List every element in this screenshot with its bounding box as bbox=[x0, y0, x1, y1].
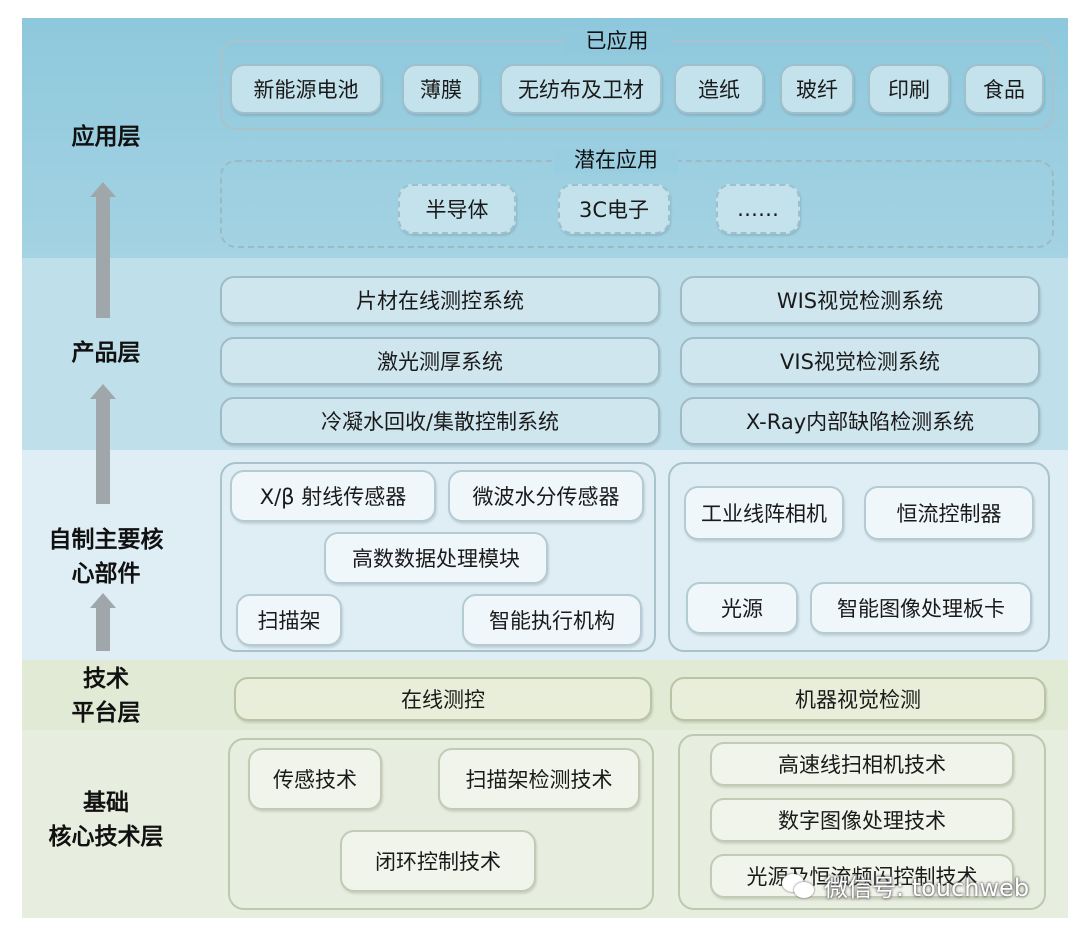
product-item: WIS视觉检测系统 bbox=[680, 276, 1040, 324]
tech-platform-item: 机器视觉检测 bbox=[670, 677, 1046, 721]
component-item: 高数数据处理模块 bbox=[324, 532, 548, 584]
component-item: 智能图像处理板卡 bbox=[810, 582, 1032, 634]
base-tech-left-frame bbox=[228, 738, 654, 910]
base-tech-item: 数字图像处理技术 bbox=[710, 798, 1014, 842]
applied-item: 印刷 bbox=[868, 64, 950, 114]
product-item: 冷凝水回收/集散控制系统 bbox=[220, 397, 660, 445]
component-item: 微波水分传感器 bbox=[448, 470, 644, 522]
applied-item: 造纸 bbox=[674, 64, 764, 114]
watermark: 微信号: touchweb bbox=[782, 868, 1029, 903]
potential-item: 半导体 bbox=[398, 184, 516, 234]
product-item: VIS视觉检测系统 bbox=[680, 337, 1040, 385]
component-item: 扫描架 bbox=[236, 594, 342, 646]
layer-label-tech-platform: 技术 平台层 bbox=[22, 662, 190, 730]
watermark-text: 微信号: touchweb bbox=[824, 874, 1030, 902]
product-item: X-Ray内部缺陷检测系统 bbox=[680, 397, 1040, 445]
application-layer-band bbox=[22, 18, 1068, 258]
up-arrow-icon bbox=[90, 182, 116, 318]
applied-item: 玻纤 bbox=[780, 64, 854, 114]
base-tech-item: 扫描架检测技术 bbox=[438, 748, 640, 810]
component-item: 工业线阵相机 bbox=[684, 486, 844, 540]
layer-label-components-line2: 心部件 bbox=[71, 561, 141, 587]
components-right-frame bbox=[668, 462, 1050, 652]
component-item: 恒流控制器 bbox=[864, 486, 1034, 540]
components-left-frame bbox=[220, 462, 656, 652]
product-item: 激光测厚系统 bbox=[220, 337, 660, 385]
potential-item: …… bbox=[716, 184, 800, 234]
layer-label-components-line1: 自制主要核 bbox=[48, 527, 164, 553]
applied-item: 无纺布及卫材 bbox=[500, 64, 662, 114]
up-arrow-icon bbox=[90, 384, 116, 504]
base-tech-right-frame bbox=[678, 734, 1046, 910]
layer-label-components: 自制主要核 心部件 bbox=[22, 523, 190, 591]
potential-title: 潜在应用 bbox=[554, 147, 678, 173]
base-tech-item: 闭环控制技术 bbox=[340, 830, 536, 892]
component-item: 智能执行机构 bbox=[462, 594, 642, 646]
layer-label-product: 产品层 bbox=[71, 340, 141, 366]
layer-label-tech-line2: 平台层 bbox=[71, 700, 141, 726]
up-arrow-icon bbox=[90, 593, 116, 651]
tech-platform-item: 在线测控 bbox=[234, 677, 652, 721]
base-tech-item: 光源及恒流频闪控制技术 bbox=[710, 854, 1014, 898]
applied-item: 新能源电池 bbox=[230, 64, 382, 114]
product-item: 片材在线测控系统 bbox=[220, 276, 660, 324]
applied-item: 薄膜 bbox=[402, 64, 480, 114]
base-tech-item: 高速线扫相机技术 bbox=[710, 742, 1014, 786]
component-item: X/β 射线传感器 bbox=[230, 470, 436, 522]
layer-label-application: 应用层 bbox=[71, 124, 141, 150]
layer-label-tech-line1: 技术 bbox=[83, 666, 129, 692]
potential-item: 3C电子 bbox=[558, 184, 670, 234]
wechat-icon bbox=[782, 872, 816, 900]
applied-item: 食品 bbox=[964, 64, 1044, 114]
component-item: 光源 bbox=[686, 582, 798, 634]
applied-title: 已应用 bbox=[564, 28, 670, 54]
layer-label-base-line1: 基础 bbox=[83, 790, 129, 816]
layer-label-base-line2: 核心技术层 bbox=[48, 824, 164, 850]
layer-label-base: 基础 核心技术层 bbox=[22, 786, 190, 854]
base-tech-item: 传感技术 bbox=[248, 748, 382, 810]
